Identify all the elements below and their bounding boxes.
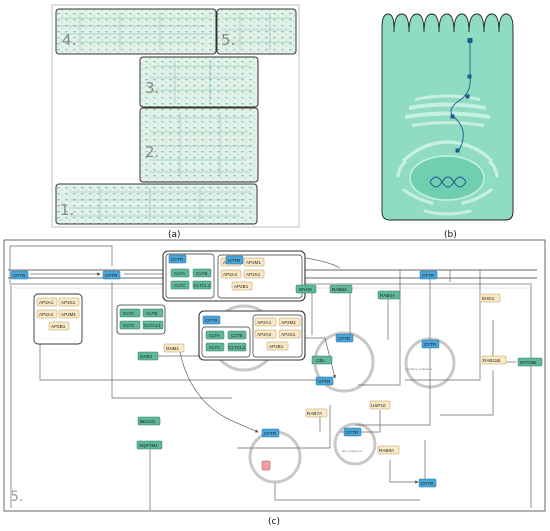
nucleus [409,155,485,201]
region-2-label: 2. [145,143,159,161]
cftr-early-endosome: CFTR [338,336,351,341]
panel-b-label: (b) [444,230,457,240]
clathrin-complex-left: CLTA CLTB CLTC CLTCL1 [116,304,166,335]
region-3: 3. [139,56,259,108]
cftr-marker-golgi [450,114,455,119]
cftr-pit-left: CFTR [171,257,184,262]
vesicle-ap2a1: AP2A1 [257,320,272,325]
pit-cltcl1: CLTCL1 [194,283,211,288]
cftr-membrane-left: CFTR [13,273,26,278]
panel-c: 5. recycling_endosome late_endosome [3,239,546,527]
vesicle-clta: CLTA [209,333,221,338]
pit-ap2a2: AP2A2 [223,272,238,277]
node-rab4a: RAB4A [380,293,396,298]
cftr-marker-vesicle [465,94,470,99]
vesicle-cltcl1: CLTCL1 [229,345,246,350]
green-protein-nodes: MYH6 RAB5A RAB4A MYO5B DAB2 CBL BECN1 SQ… [136,284,543,450]
cftr-sorting: CFTR [318,379,331,384]
ap2-left-ap2a1: AP2A1 [39,300,54,305]
region-1: 1. [55,183,258,225]
ap2-left-ap2b1: AP2B1 [51,324,66,329]
interaction-edges [9,245,516,510]
node-rab9a: RAB9A [379,448,395,453]
cftr-recycling-endosome: CFTR [424,342,437,347]
clathrin-left-cltc: CLTC [123,323,135,328]
pit-ap2b1: AP2B1 [234,284,249,289]
vesicle-ap2s1: AP2S1 [281,332,296,337]
region-2: 2. [139,107,259,183]
degradation-marker [261,460,271,471]
clathrin-vesicle-complex: CLTA CLTB CLTC CLTCL1 AP2A1 AP2M1 AP2A2 … [198,310,306,361]
vesicle-ap2m1: AP2M1 [281,320,297,325]
pit-ap2s1: AP2S1 [246,272,261,277]
node-dnm1: DNM1 [166,346,179,351]
clathrin-pit-complex: CLTA CLTB CLTC CLTCL1 AP2A1 AP2M1 AP2A2 … [162,250,306,302]
panel-a: 4. 5. 3. 2. 1. (a) [51,4,300,240]
node-becn1: BECN1 [140,419,156,424]
node-usp10: USP10 [371,403,386,408]
panel-b: (b) [381,13,514,240]
vesicle-ap2a2: AP2A2 [257,332,272,337]
cftr-nodes: CFTR CFTR CFTR CFTR CFTR CFTR CFTR CFTR … [10,254,440,488]
clathrin-left-clta: CLTA [123,311,135,316]
ap2-left-ap2m1: AP2M1 [61,312,77,317]
pit-ap2m1: AP2M1 [246,260,262,265]
cftr-marker-membrane [467,38,473,43]
region-5-number: 5. [10,489,23,505]
pit-cltb: CLTB [196,271,207,276]
region-4-label: 4. [62,31,76,49]
pit-clta: CLTA [174,271,186,276]
cftr-membrane-right: CFTR [422,273,435,278]
clathrin-left-cltb: CLTB [146,311,157,316]
node-rab11b: RAB11B [483,358,500,363]
node-myo5b: MYO5B [520,360,536,365]
node-dab2: DAB2 [140,354,152,359]
cftr-in-pit: CFTR [228,258,241,263]
region-5-label: 5. [221,31,235,49]
cftr-marker-er [455,148,460,153]
panel-c-label: (c) [268,517,280,527]
golgi-apparatus [405,94,490,127]
node-sqstm1: SQSTM1 [139,443,158,448]
cftr-autophagosome: CFTR [264,431,277,436]
endoplasmic-reticulum [396,140,499,216]
pit-cltc: CLTC [174,283,186,288]
vesicle-cltb: CLTB [231,333,242,338]
node-ehd1: EHD1 [482,296,495,301]
panel-a-label: (a) [168,230,181,240]
cftr-late-endosome: CFTR [346,430,359,435]
clathrin-left-cltcl1: CLTCL1 [144,323,161,328]
region-5: 5. [216,8,297,55]
late-endosome-text: late_endosome [342,449,363,453]
node-rab5a: RAB5A [332,287,348,292]
ap2-left-ap2a2: AP2A2 [39,312,54,317]
region-3-label: 3. [145,79,159,97]
region-1-label: 1. [60,201,74,219]
vesicle-ap2b1: AP2B1 [269,344,284,349]
cftr-in-vesicle: CFTR [205,318,218,323]
cftr-marker-cytoplasm [467,74,472,79]
cftr-lysosome: CFTR [421,481,434,486]
dna-icon [429,176,467,188]
cftr-membrane-mid: CFTR [105,273,118,278]
region-4: 4. [55,8,217,55]
node-myh6: MYH6 [299,287,312,292]
node-rab7a: RAB7A [307,411,323,416]
tan-protein-nodes: EHD1 RAB11B DNM1 USP10 RAB7A RAB9A [163,293,507,455]
node-cbl: CBL [316,358,325,363]
ap2-left-ap2s1: AP2S1 [61,300,76,305]
vesicle-cltc: CLTC [209,345,221,350]
recycling-endosome-text: recycling_endosome [405,367,433,371]
late-endosome-ring [333,422,377,466]
trafficking-path [450,42,471,153]
ap2-complex-left: AP2A1 AP2S1 AP2A2 AP2M1 AP2B1 [33,293,83,345]
